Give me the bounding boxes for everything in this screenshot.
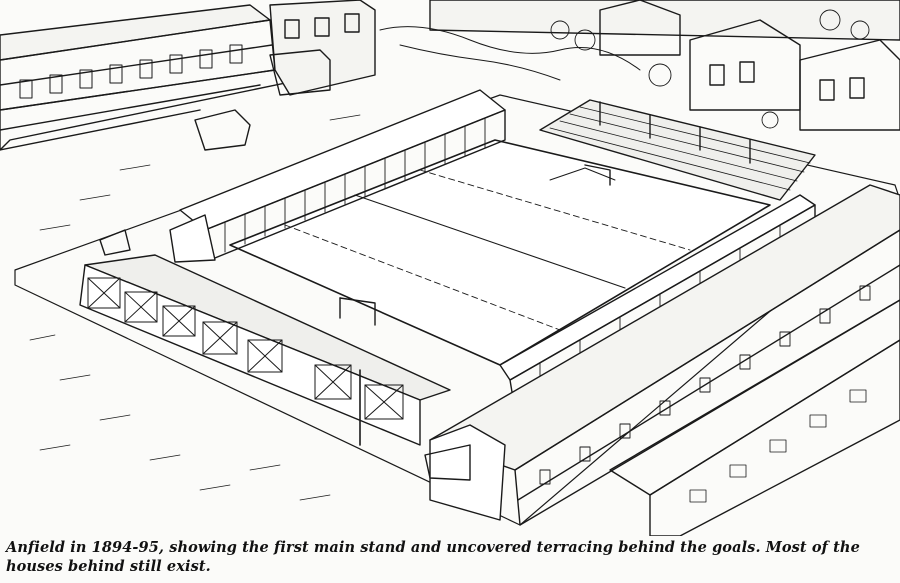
main-stand xyxy=(99,89,506,263)
ground-boundary xyxy=(14,94,900,526)
stadium-illustration xyxy=(0,0,900,536)
houses-top-left xyxy=(0,0,376,151)
houses-bottom-right xyxy=(424,184,900,536)
figure-caption: Anfield in 1894-95, showing the first ma… xyxy=(6,539,860,575)
near-terrace xyxy=(79,254,451,446)
houses-top-right xyxy=(379,0,900,131)
far-terrace xyxy=(539,99,816,201)
ground-texture xyxy=(29,114,361,501)
